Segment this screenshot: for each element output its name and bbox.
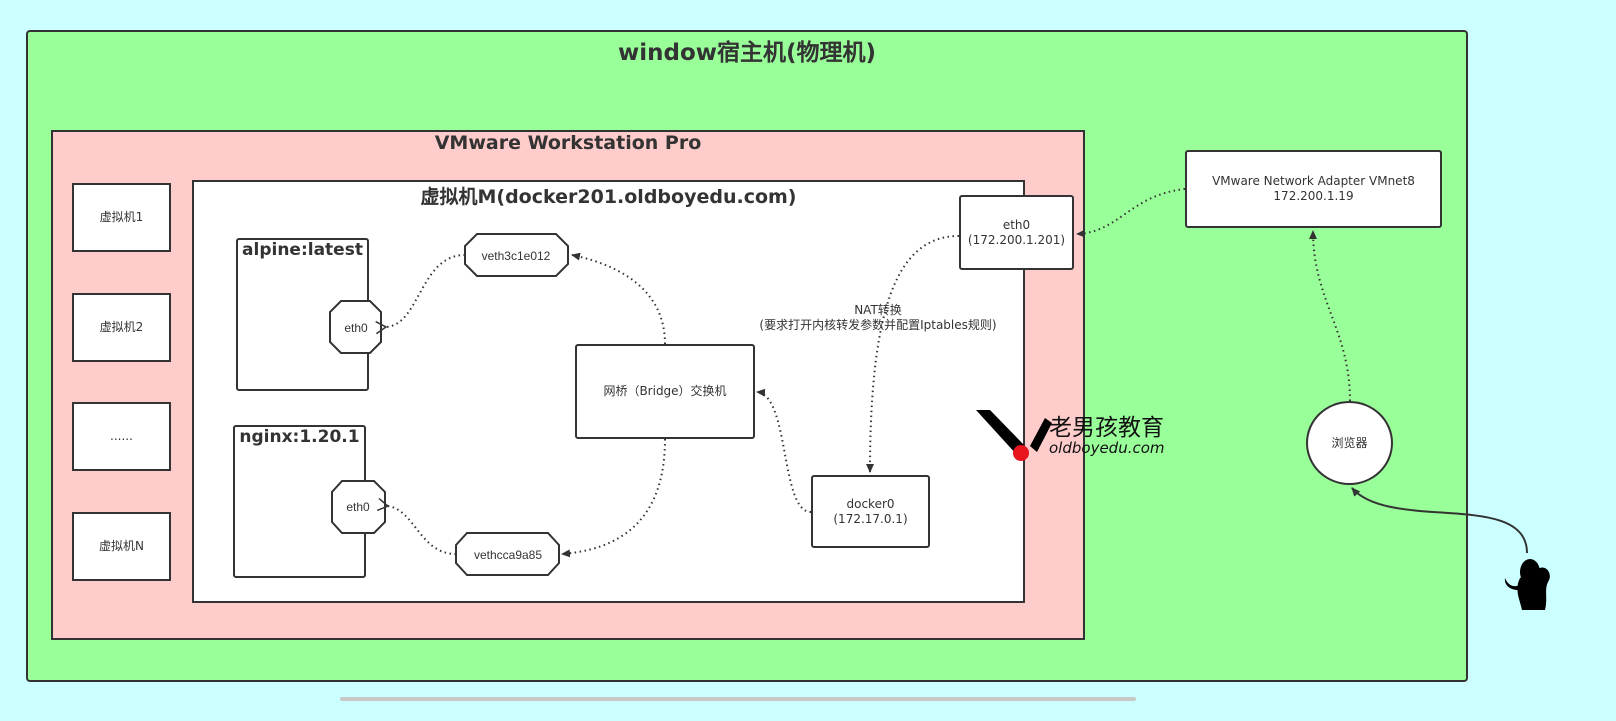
browser-node[interactable]: 浏览器 bbox=[1306, 401, 1393, 485]
veth-alpine[interactable]: veth3c1e012 bbox=[464, 233, 569, 277]
vm-label: ...... bbox=[110, 429, 133, 443]
veth-label: vethcca9a85 bbox=[474, 548, 542, 562]
link-bridge-to-veth3 bbox=[571, 252, 666, 345]
eth0-ip: (172.200.1.201) bbox=[967, 232, 1066, 247]
adapter-name: VMware Network Adapter VMnet8 bbox=[1212, 174, 1415, 188]
alpine-eth0-interface[interactable]: eth0 bbox=[329, 300, 382, 354]
nat-description: (要求打开内核转发参数并配置Iptables规则) bbox=[759, 318, 997, 332]
nat-label: NAT转换 bbox=[854, 303, 902, 317]
vm-label: 虚拟机N bbox=[99, 539, 144, 553]
iface-label: eth0 bbox=[344, 321, 368, 335]
docker0-ip: (172.17.0.1) bbox=[833, 511, 908, 526]
nginx-eth0-interface[interactable]: eth0 bbox=[331, 480, 386, 534]
eth0-name: eth0 bbox=[1002, 217, 1031, 232]
container-title: alpine:latest bbox=[242, 240, 363, 260]
docker0-interface[interactable]: docker0 (172.17.0.1) bbox=[811, 475, 930, 548]
bridge-label: 网桥（Bridge）交换机 bbox=[603, 384, 727, 398]
bridge-switch[interactable]: 网桥（Bridge）交换机 bbox=[575, 344, 755, 439]
vm-list-item[interactable]: 虚拟机1 bbox=[72, 183, 171, 252]
adapter-ip: 172.200.1.19 bbox=[1273, 189, 1354, 203]
logo-cn: 老男孩教育 bbox=[1049, 415, 1164, 441]
vm-list-item[interactable]: 虚拟机2 bbox=[72, 293, 171, 362]
scrollbar[interactable] bbox=[340, 697, 1136, 701]
host-title: window宿主机(物理机) bbox=[617, 40, 877, 66]
vm-label: 虚拟机1 bbox=[99, 210, 144, 224]
link-vethcca-to-eth0 bbox=[376, 498, 457, 555]
veth-nginx[interactable]: vethcca9a85 bbox=[455, 532, 560, 576]
logo-en: oldboyedu.com bbox=[1049, 439, 1165, 457]
link-bridge-to-vethcca bbox=[561, 438, 666, 558]
vm-list-item[interactable]: 虚拟机N bbox=[72, 512, 171, 581]
vm-list-item[interactable]: ...... bbox=[72, 402, 171, 471]
link-docker0-to-bridge bbox=[756, 388, 812, 513]
user-icon bbox=[1504, 559, 1550, 610]
docker0-name: docker0 bbox=[846, 496, 895, 511]
veth-label: veth3c1e012 bbox=[482, 249, 551, 263]
logo-dot bbox=[1013, 445, 1029, 461]
vm-title: 虚拟机M(docker201.oldboyedu.com) bbox=[420, 186, 797, 208]
link-veth3-to-eth0 bbox=[375, 254, 466, 335]
link-browser-to-adapter bbox=[1309, 230, 1351, 402]
browser-label: 浏览器 bbox=[1331, 435, 1368, 450]
vmware-title: VMware Workstation Pro bbox=[434, 132, 702, 154]
link-user-to-browser bbox=[1351, 487, 1528, 554]
link-adapter-to-eth0 bbox=[1076, 188, 1186, 238]
iface-label: eth0 bbox=[346, 500, 370, 514]
vm-label: 虚拟机2 bbox=[99, 320, 144, 334]
container-title: nginx:1.20.1 bbox=[239, 427, 360, 447]
vm-eth0-interface[interactable]: eth0 (172.200.1.201) bbox=[959, 195, 1074, 270]
vmnet8-adapter[interactable]: VMware Network Adapter VMnet8 172.200.1.… bbox=[1185, 150, 1442, 228]
link-eth0-to-docker0 bbox=[866, 235, 960, 473]
oldboyedu-logo: 老男孩教育 oldboyedu.com bbox=[976, 410, 1165, 461]
